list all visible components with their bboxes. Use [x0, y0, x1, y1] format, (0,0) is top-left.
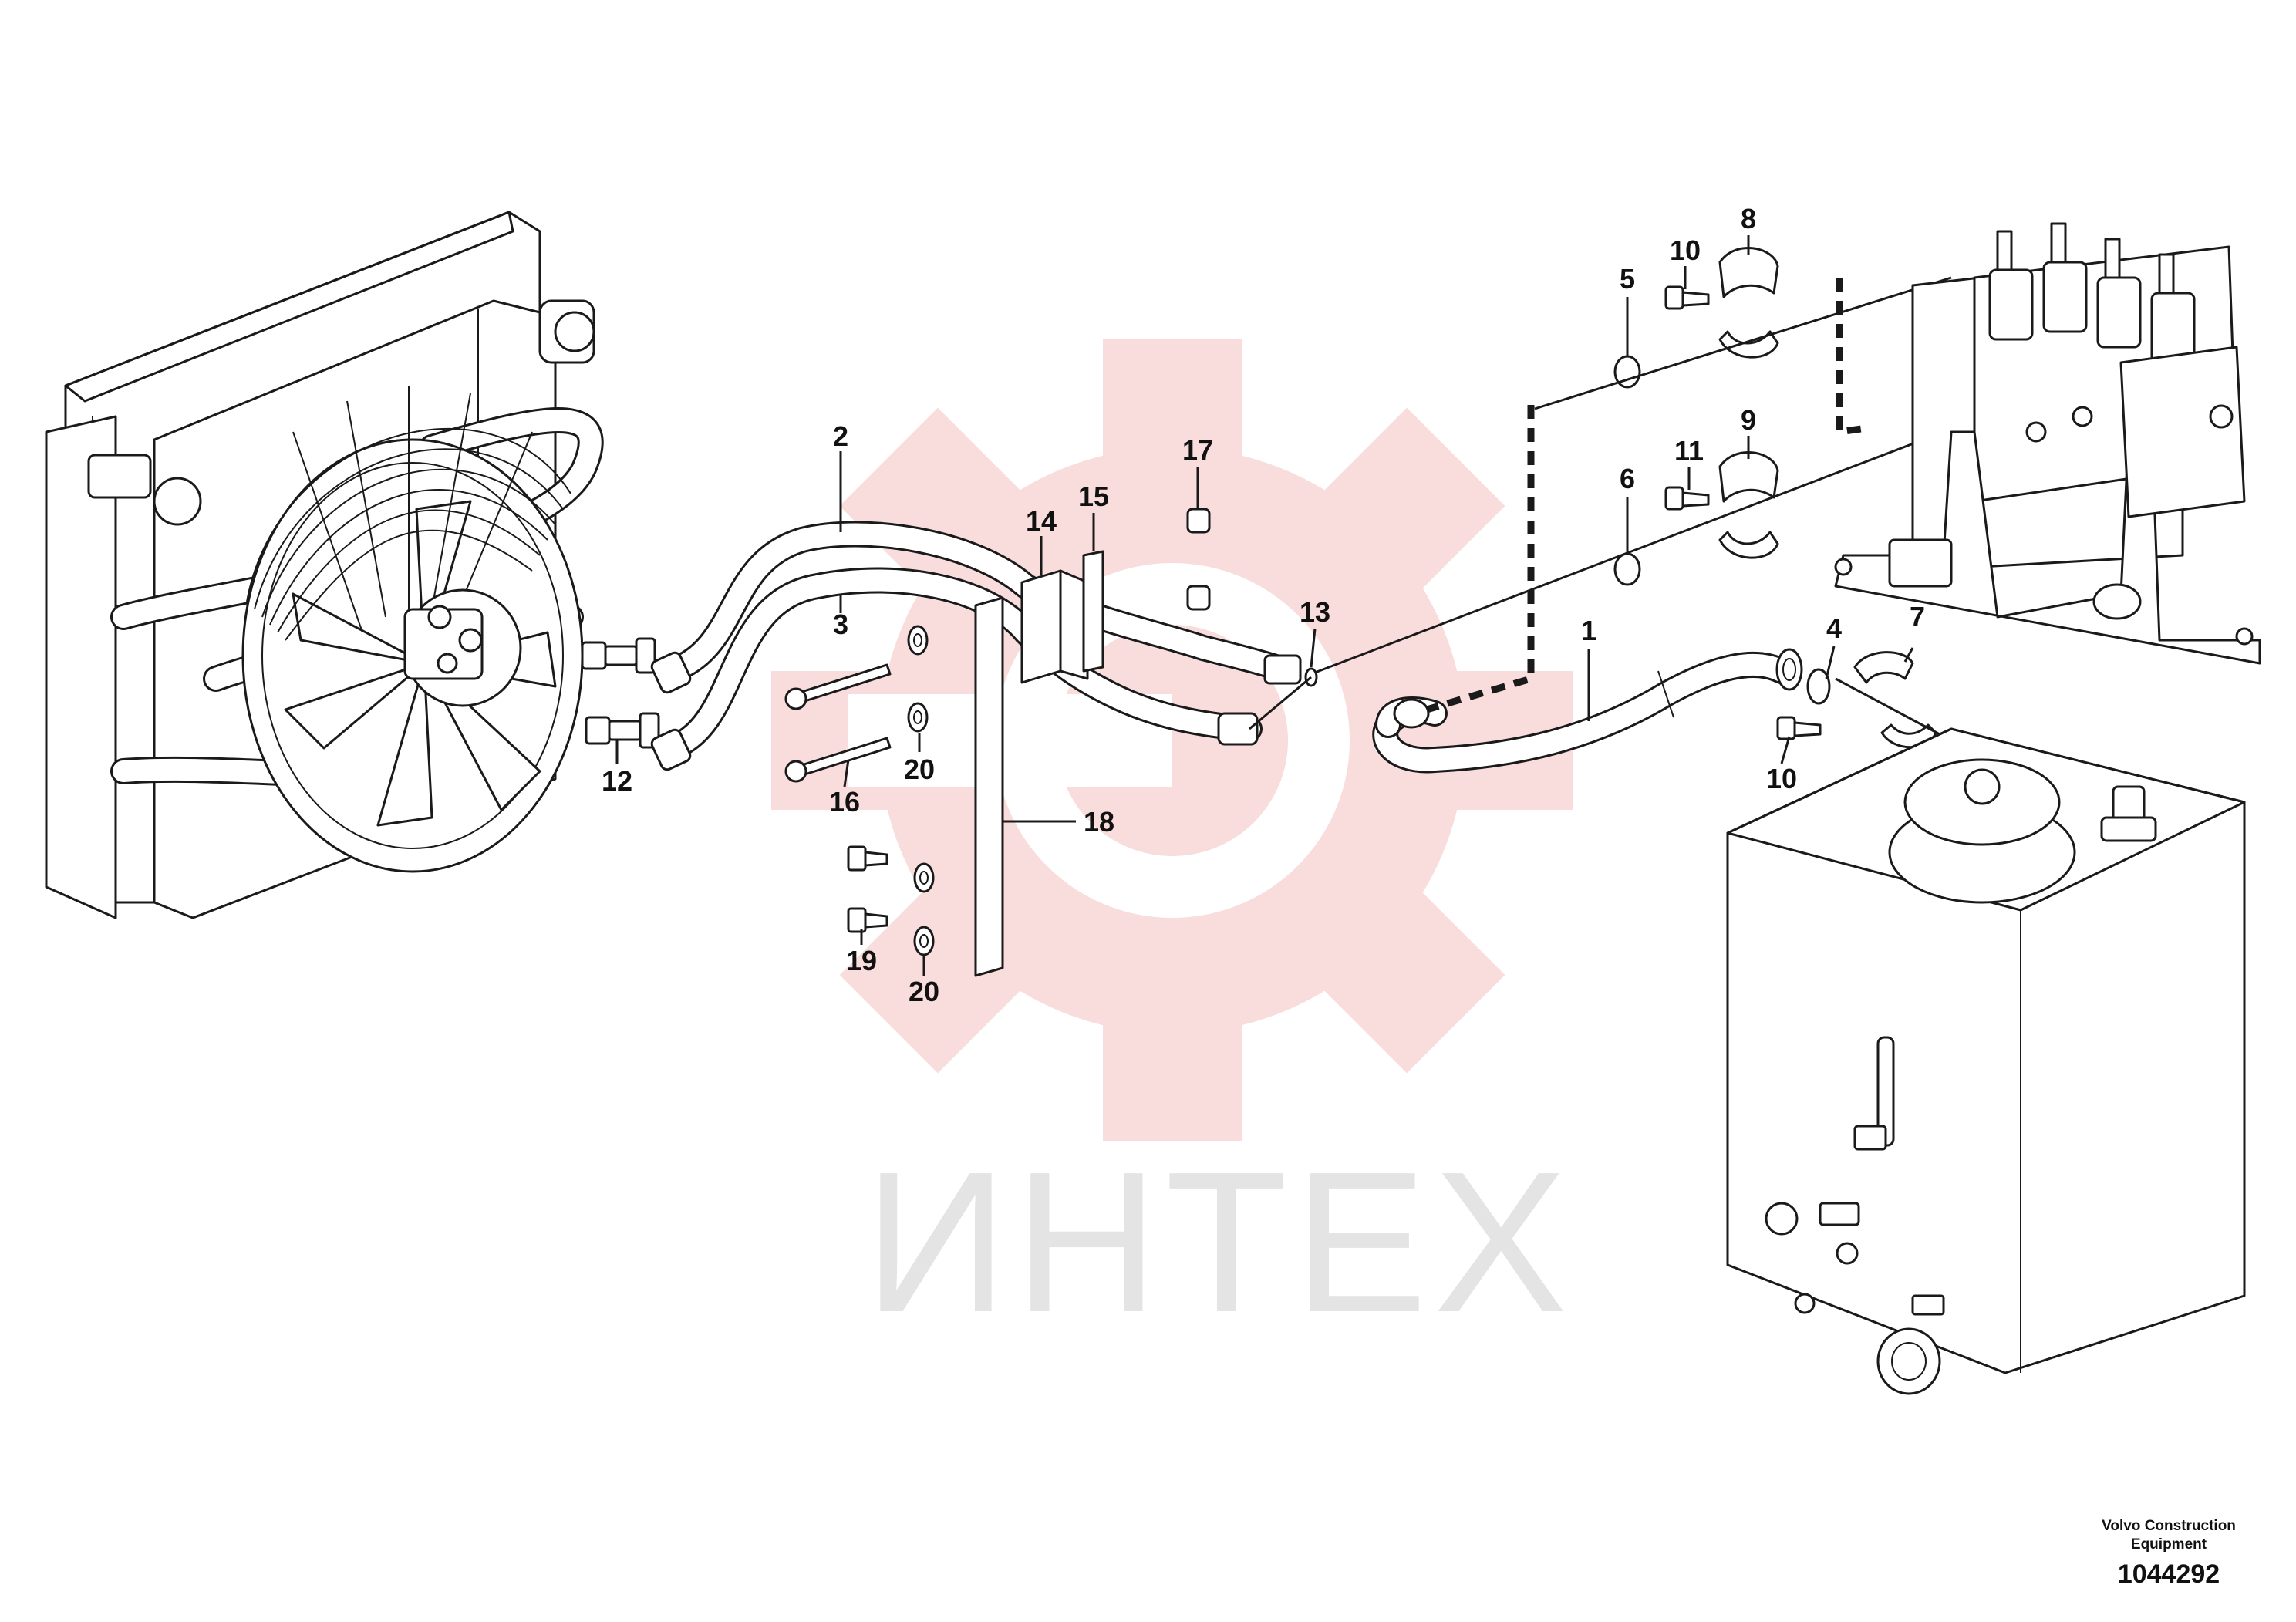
- callout-19: 19: [846, 945, 877, 976]
- callout-18: 18: [1084, 806, 1114, 838]
- brand-line-1: Volvo Construction: [2102, 1518, 2236, 1534]
- callout-6: 6: [1620, 463, 1635, 494]
- fan-guard: [246, 386, 571, 641]
- watermark-text: ИНТЕХ: [864, 1131, 1573, 1354]
- watermark: ИНТЕХ: [771, 339, 1573, 1354]
- callout-5: 5: [1620, 263, 1635, 295]
- clamp-block-14: [1020, 569, 1089, 684]
- callout-7: 7: [1910, 601, 1925, 632]
- fitting-12-lower: [585, 712, 660, 749]
- clamp-half-8: [1718, 247, 1779, 359]
- fitting-12-upper: [581, 637, 656, 674]
- hose-2: [650, 521, 1302, 694]
- washers-20: [907, 625, 935, 956]
- callout-17: 17: [1182, 434, 1213, 466]
- bolt-11: [1664, 486, 1710, 511]
- watermark-gear-icon: [771, 339, 1573, 1141]
- callout-9: 9: [1741, 404, 1756, 436]
- callout-11: 11: [1674, 435, 1704, 467]
- callout-10-lower: 10: [1766, 763, 1797, 794]
- nuts-17: [1186, 508, 1211, 611]
- callout-13: 13: [1300, 596, 1330, 628]
- hose-3: [650, 567, 1263, 771]
- callout-14: 14: [1026, 505, 1057, 537]
- callouts: 1 2 3 4 5 6 7 8 9 10 10 11 12 13 14 15 1…: [602, 203, 1925, 1007]
- callout-12: 12: [602, 765, 632, 797]
- callout-15: 15: [1078, 481, 1109, 512]
- callout-10-upper: 10: [1670, 234, 1701, 266]
- callout-4: 4: [1826, 612, 1842, 644]
- callout-20-lower: 20: [909, 976, 939, 1007]
- callout-leaders: [615, 235, 1914, 976]
- cooler-assembly: [45, 211, 604, 919]
- clamp-half-7: [1853, 651, 1914, 684]
- callout-16: 16: [829, 786, 860, 818]
- assembly-lines: [1249, 276, 1952, 742]
- callout-2: 2: [833, 420, 848, 452]
- oring-6: [1613, 552, 1641, 586]
- title-block: Volvo Construction Equipment 1044292: [2102, 1518, 2236, 1589]
- hydraulic-tank: [1726, 727, 2246, 1395]
- callout-8: 8: [1741, 203, 1756, 234]
- document-number: 1044292: [2118, 1560, 2220, 1589]
- oring-4: [1806, 668, 1831, 705]
- clamp-half-9: [1718, 451, 1779, 559]
- callout-20-upper: 20: [904, 754, 935, 785]
- bolt-10-lower: [1776, 716, 1822, 740]
- bolt-10-upper: [1664, 285, 1710, 310]
- bolts-19: [847, 845, 888, 933]
- bolts-16: [784, 663, 892, 783]
- brand-line-2: Equipment: [2131, 1536, 2207, 1553]
- callout-3: 3: [833, 609, 848, 640]
- callout-1: 1: [1581, 615, 1596, 646]
- control-valve-assembly: [1834, 222, 2261, 665]
- bracket-18: [974, 596, 1004, 977]
- clamp-plate-15: [1082, 550, 1104, 673]
